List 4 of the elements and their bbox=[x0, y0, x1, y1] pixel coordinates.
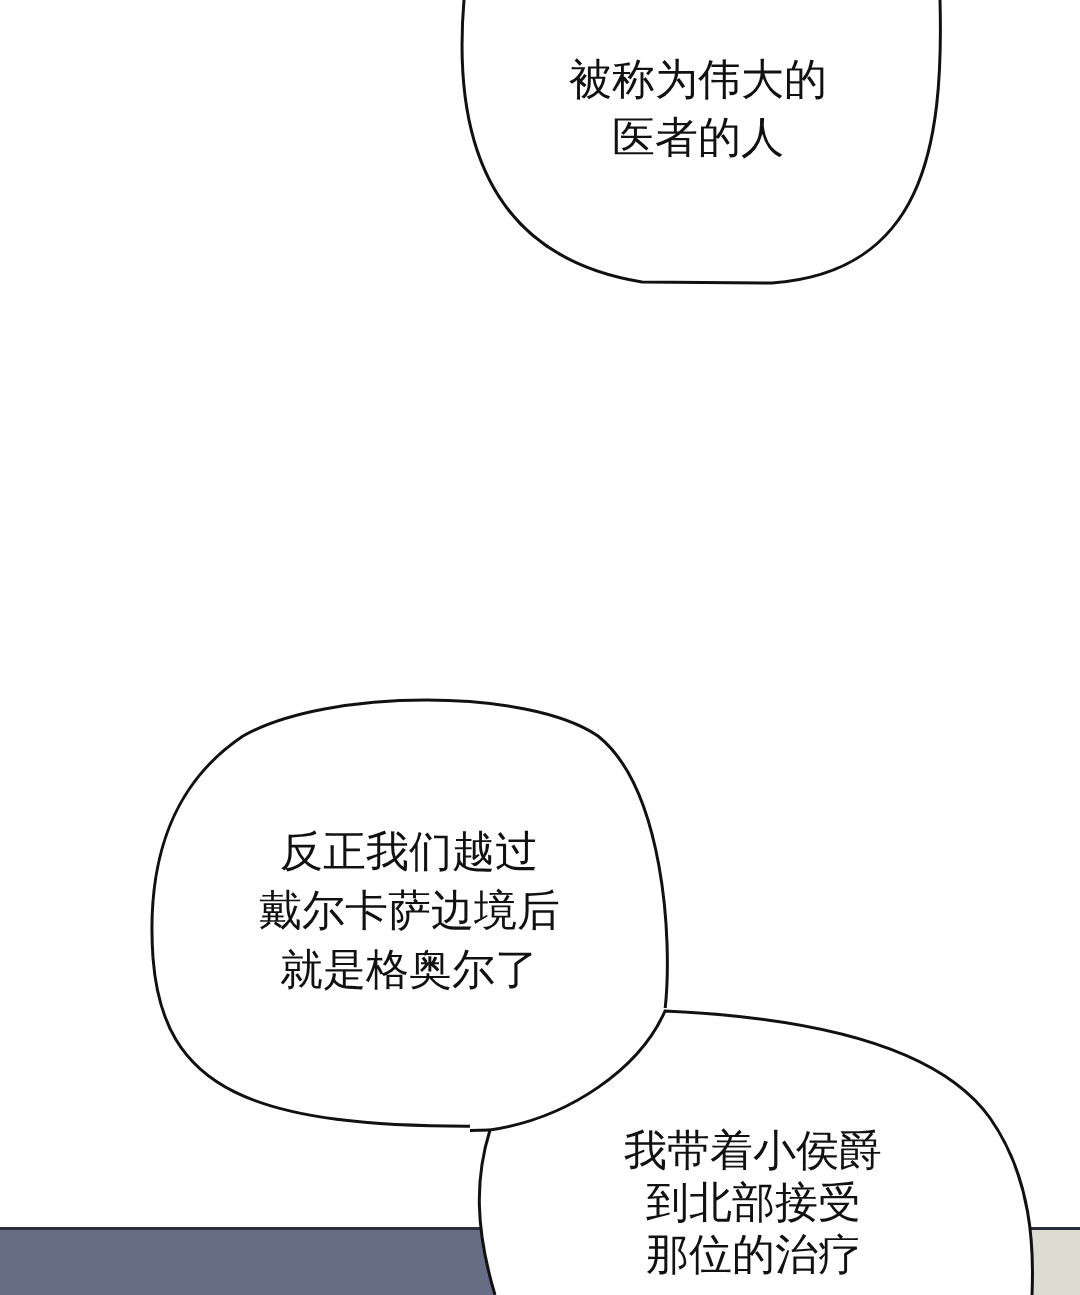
dialogue-text: 被称为伟大的医者的人 bbox=[568, 53, 828, 164]
dialogue-text: 反正我们越过戴尔卡萨边境后就是格奥尔了 bbox=[257, 825, 561, 996]
dialogue-text: 我带着小侯爵到北部接受那位的治疗 bbox=[623, 1124, 883, 1280]
speech-bubble bbox=[470, 1008, 1036, 1295]
